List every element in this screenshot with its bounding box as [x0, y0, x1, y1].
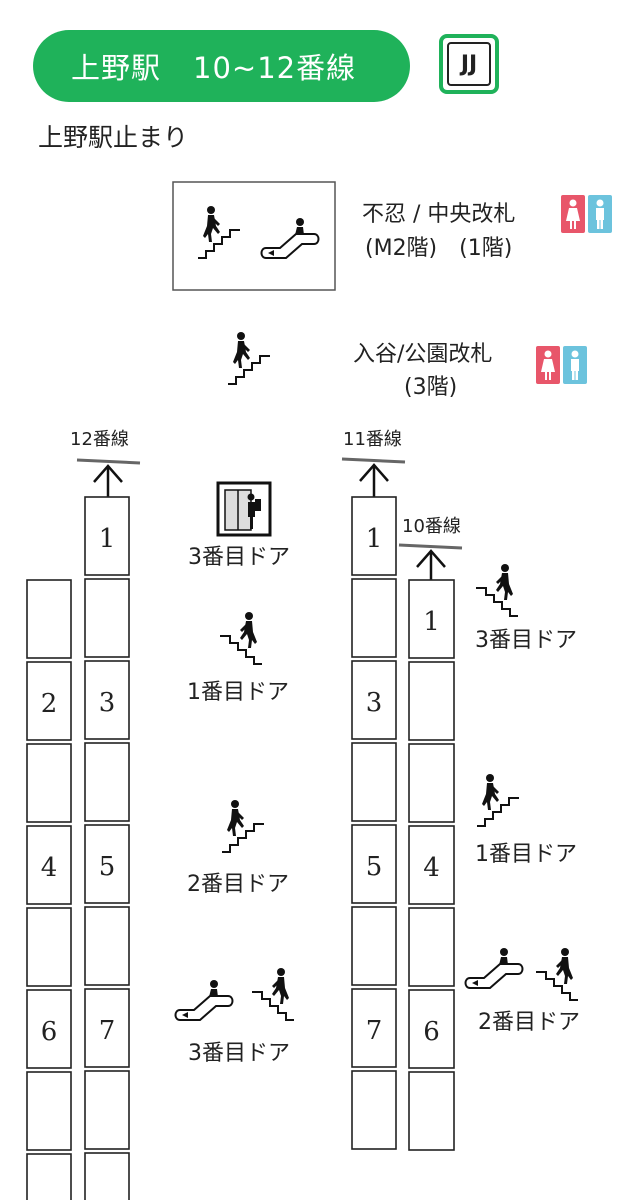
- stairs-icon: [227, 331, 271, 385]
- car-number: 4: [423, 853, 440, 883]
- right-escalator-2-label: 2番目ドア: [478, 1010, 580, 1035]
- exit-iriya-name: 入谷/公園改札: [353, 342, 493, 367]
- service-type: 上野駅止まり: [38, 123, 189, 152]
- car-number: 3: [99, 688, 116, 718]
- car-number: 1: [366, 524, 383, 554]
- elevator-door-label: 3番目ドア: [188, 545, 290, 570]
- train-car: [84, 906, 130, 986]
- track12-label: 12番線: [70, 429, 129, 450]
- train-car: [26, 743, 72, 823]
- right-stairs-3-label: 3番目ドア: [475, 628, 577, 653]
- train-car: [351, 578, 397, 658]
- restroom-icon: [536, 346, 587, 384]
- train-car: [26, 825, 72, 905]
- train-car: [26, 1153, 72, 1200]
- stairs-icon: [475, 563, 519, 617]
- stairs-icon: [221, 799, 265, 853]
- exit-shinobazu-floors: (M2階) (1階): [365, 236, 513, 261]
- right-stairs-1-label: 1番目ドア: [475, 842, 577, 867]
- train-car: [84, 496, 130, 576]
- car-number: 1: [99, 524, 116, 554]
- train-car: [84, 742, 130, 822]
- center-escalator-3-label: 3番目ドア: [188, 1041, 290, 1066]
- train-car: [408, 989, 455, 1069]
- train-car: [408, 579, 455, 659]
- train-car: [351, 988, 397, 1068]
- stairs-icon: [476, 773, 520, 827]
- stairs-icon: [251, 967, 295, 1021]
- track11-label: 11番線: [343, 429, 402, 450]
- exit-shinobazu-name: 不忍 / 中央改札: [362, 202, 516, 227]
- stairs-icon: [535, 947, 579, 1001]
- line-badge: JJ: [439, 34, 499, 94]
- train-car: [351, 1070, 397, 1150]
- train-right-inner: 1 3 5 7: [351, 496, 397, 1150]
- car-number: 3: [366, 688, 383, 718]
- car-number: 5: [366, 852, 383, 882]
- train-car: [84, 1070, 130, 1150]
- exit-box: [172, 181, 336, 291]
- car-number: 2: [41, 689, 58, 719]
- train-car: [26, 989, 72, 1069]
- center-stairs-1-label: 1番目ドア: [187, 680, 289, 705]
- train-car: [351, 824, 397, 904]
- train-car: [408, 907, 455, 987]
- train-car: [351, 742, 397, 822]
- train-car: [408, 661, 455, 741]
- exit-iriya-floor: (3階): [404, 375, 458, 400]
- train-car: [408, 825, 455, 905]
- train-car: [84, 578, 130, 658]
- escalator-icon: [174, 979, 234, 1021]
- center-stairs-2-label: 2番目ドア: [187, 872, 289, 897]
- car-number: 4: [41, 853, 58, 883]
- train-car: [26, 1071, 72, 1151]
- train-car: [351, 496, 397, 576]
- train-car: [408, 743, 455, 823]
- car-number: 6: [41, 1017, 58, 1047]
- car-number: 1: [423, 607, 440, 637]
- station-header: 上野駅 10~12番線: [33, 30, 410, 102]
- stairs-icon: [219, 611, 263, 665]
- train-car: [408, 1071, 455, 1151]
- train-car: [26, 661, 72, 741]
- train-car: [351, 906, 397, 986]
- line-badge-code: JJ: [447, 42, 491, 86]
- train-car: [84, 824, 130, 904]
- train-car: [26, 907, 72, 987]
- train-car: [84, 1152, 130, 1200]
- platform-lines: 10~12番線: [193, 51, 357, 85]
- train-left-outer: 2 4 6: [26, 579, 72, 1200]
- train-car: [26, 579, 72, 659]
- track10-label: 10番線: [402, 516, 461, 537]
- car-number: 7: [99, 1016, 116, 1046]
- train-car: [84, 988, 130, 1068]
- train-car: [351, 660, 397, 740]
- elevator-icon: [216, 481, 272, 537]
- train-left-inner: 1 3 5 7: [84, 496, 130, 1200]
- train-car: [84, 660, 130, 740]
- escalator-icon: [464, 947, 524, 989]
- train-right-outer: 1 4 6: [408, 579, 455, 1151]
- restroom-icon: [561, 195, 612, 233]
- station-name: 上野駅: [71, 51, 162, 85]
- car-number: 5: [99, 852, 116, 882]
- car-number: 6: [423, 1017, 440, 1047]
- car-number: 7: [366, 1016, 383, 1046]
